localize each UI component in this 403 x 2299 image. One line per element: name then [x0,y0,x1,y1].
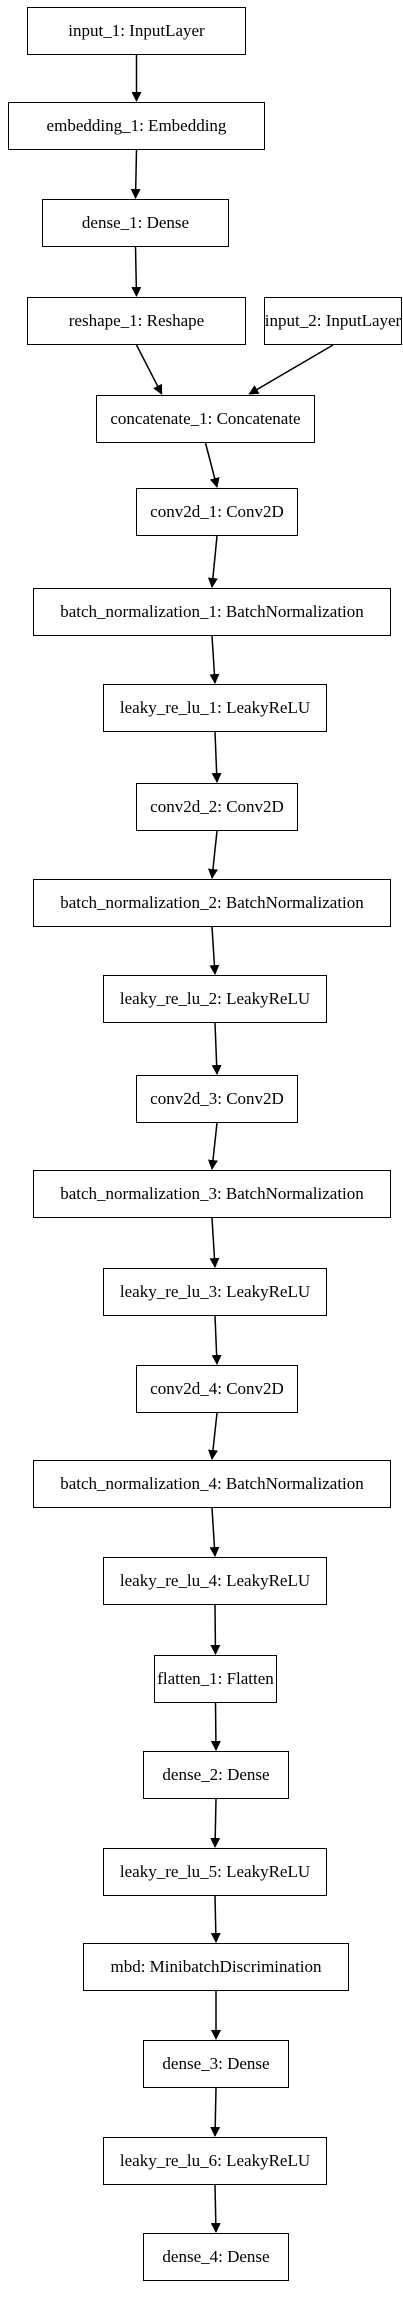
node-batch-normalization-1: batch_normalization_1: BatchNormalizatio… [33,588,391,636]
node-leaky-re-lu-2: leaky_re_lu_2: LeakyReLU [103,975,327,1023]
edge-embedding-1-to-dense-1 [130,149,141,199]
node-conv2d-3: conv2d_3: Conv2D [136,1075,298,1123]
node-leaky-re-lu-6: leaky_re_lu_6: LeakyReLU [103,2137,327,2185]
edge-dense-3-to-leaky-re-lu-6 [210,2087,221,2137]
edge-leaky-re-lu-4-to-flatten-1 [210,1604,221,1655]
node-leaky-re-lu-5: leaky_re_lu_5: LeakyReLU [103,1848,327,1896]
edge-dense-2-to-leaky-re-lu-5 [210,1798,221,1848]
edge-flatten-1-to-dense-2 [210,1702,221,1751]
edge-batch-normalization-3-to-leaky-re-lu-3 [209,1217,220,1268]
node-dense-2: dense_2: Dense [143,1751,289,1799]
edge-conv2d-2-to-batch-normalization-2 [207,830,218,879]
edge-conv2d-4-to-batch-normalization-4 [208,1412,218,1460]
edge-reshape-1-to-concatenate-1 [135,344,163,395]
edge-leaky-re-lu-3-to-conv2d-4 [211,1315,222,1365]
node-dense-3: dense_3: Dense [143,2040,289,2088]
edge-batch-normalization-4-to-leaky-re-lu-4 [209,1507,220,1557]
node-flatten-1: flatten_1: Flatten [154,1655,277,1703]
edge-conv2d-1-to-batch-normalization-1 [207,535,218,588]
node-conv2d-4: conv2d_4: Conv2D [136,1365,298,1413]
node-conv2d-2: conv2d_2: Conv2D [136,783,298,831]
edge-concatenate-1-to-conv2d-1 [204,442,220,488]
node-leaky-re-lu-4: leaky_re_lu_4: LeakyReLU [103,1557,327,1605]
edge-batch-normalization-2-to-leaky-re-lu-2 [209,926,220,975]
edge-dense-1-to-reshape-1 [131,246,142,297]
node-batch-normalization-3: batch_normalization_3: BatchNormalizatio… [33,1170,391,1218]
node-embedding-1: embedding_1: Embedding [8,102,265,150]
edge-leaky-re-lu-1-to-conv2d-2 [211,731,222,783]
node-batch-normalization-2: batch_normalization_2: BatchNormalizatio… [33,879,391,927]
node-leaky-re-lu-3: leaky_re_lu_3: LeakyReLU [103,1268,327,1316]
node-mbd: mbd: MinibatchDiscrimination [83,1943,349,1991]
edge-input-2-to-concatenate-1 [248,344,334,395]
node-batch-normalization-4: batch_normalization_4: BatchNormalizatio… [33,1460,391,1508]
edge-leaky-re-lu-2-to-conv2d-3 [211,1022,222,1075]
node-dense-1: dense_1: Dense [42,199,229,247]
node-concatenate-1: concatenate_1: Concatenate [96,395,315,443]
edge-leaky-re-lu-6-to-dense-4 [210,2184,221,2233]
node-input-1: input_1: InputLayer [27,7,246,55]
edge-batch-normalization-1-to-leaky-re-lu-1 [209,635,220,684]
node-dense-4: dense_4: Dense [143,2233,289,2281]
node-conv2d-1: conv2d_1: Conv2D [136,488,298,536]
edge-conv2d-3-to-batch-normalization-3 [208,1122,218,1170]
node-leaky-re-lu-1: leaky_re_lu_1: LeakyReLU [103,684,327,732]
edge-leaky-re-lu-5-to-mbd [210,1895,221,1943]
node-reshape-1: reshape_1: Reshape [27,297,246,345]
node-input-2: input_2: InputLayer [264,297,402,345]
